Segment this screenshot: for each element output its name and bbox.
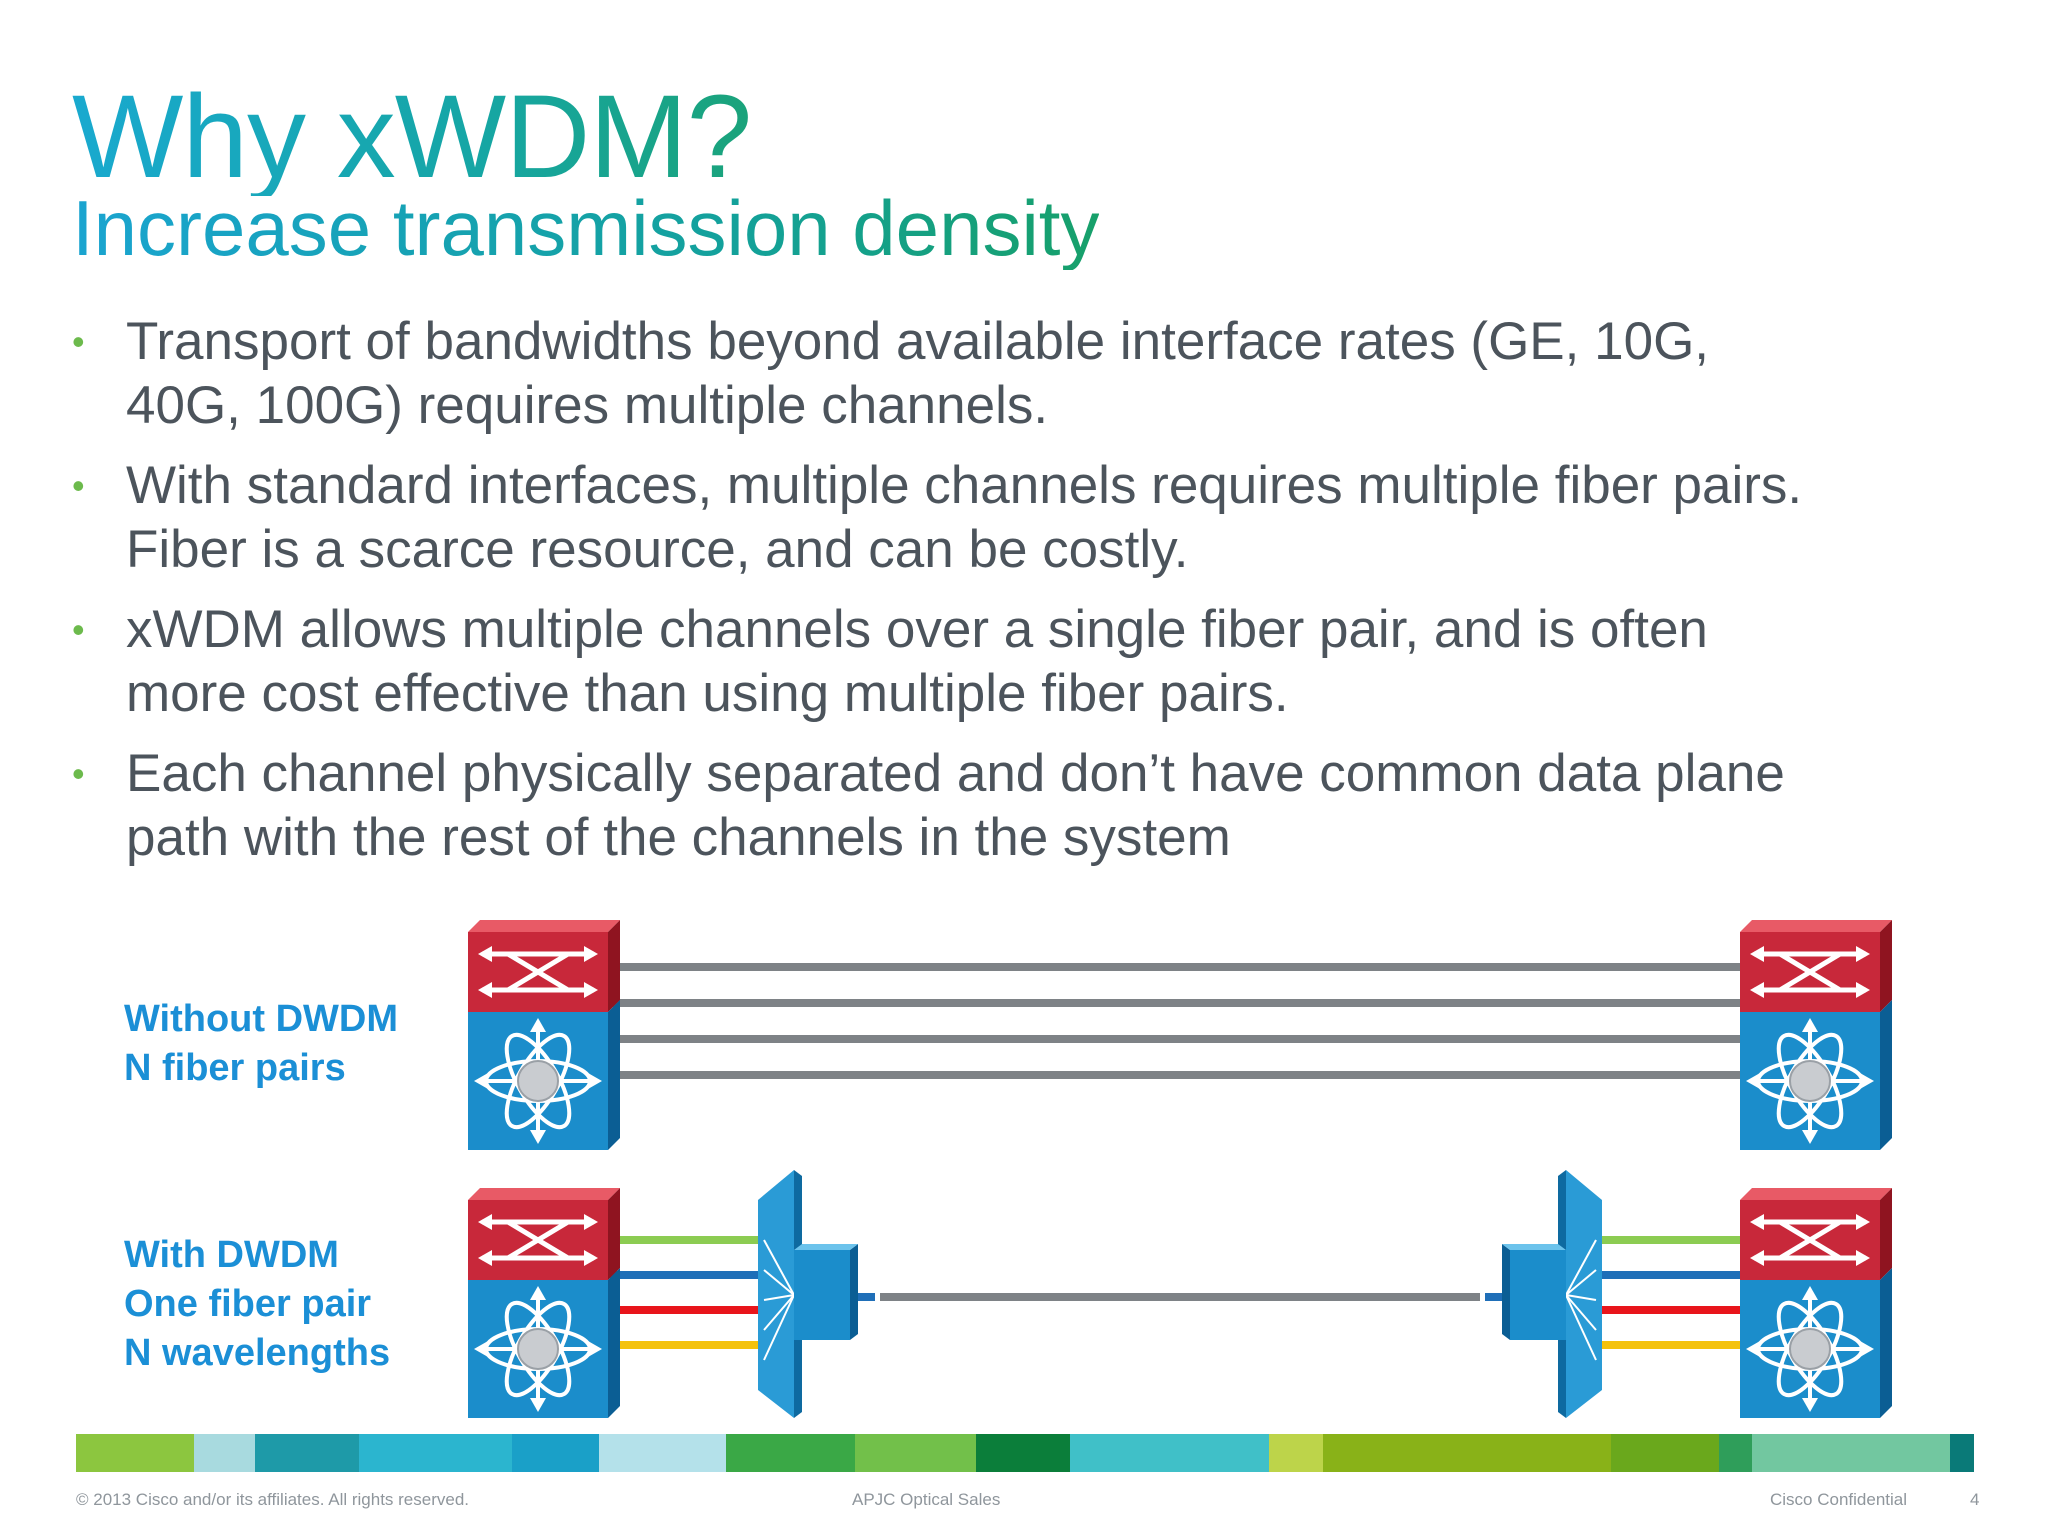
router-switch-icon xyxy=(1740,1188,1892,1418)
footer-center: APJC Optical Sales xyxy=(852,1490,1001,1509)
bullet-text: Transport of bandwidths beyond available… xyxy=(126,312,1710,371)
bullet-text: path with the rest of the channels in th… xyxy=(126,808,1231,867)
wavelength-lines xyxy=(610,1236,1745,1349)
demux-icon xyxy=(1501,1169,1603,1419)
bullet-text: Each channel physically separated and do… xyxy=(126,744,1785,803)
color-bar-segment xyxy=(194,1434,255,1472)
color-bar-segment xyxy=(1950,1434,1974,1472)
label-with-dwdm: With DWDM One fiber pair N wavelengths xyxy=(124,1231,390,1378)
page-title: Why xWDM? xyxy=(72,71,752,203)
label-line: Without DWDM xyxy=(124,998,398,1040)
label-line: N wavelengths xyxy=(124,1332,391,1374)
bullet-text: 40G, 100G) requires multiple channels. xyxy=(126,376,1049,435)
fiber-pairs xyxy=(610,963,1745,1079)
router-switch-icon xyxy=(1740,920,1892,1150)
bullet-dot: • xyxy=(72,465,85,506)
bullet-item: • With standard interfaces, multiple cha… xyxy=(72,454,1992,582)
color-bar-segment xyxy=(511,1434,599,1472)
color-bar-segment xyxy=(726,1434,855,1472)
color-bar-segment xyxy=(358,1434,512,1472)
label-line: With DWDM xyxy=(124,1234,339,1276)
bullet-text: xWDM allows multiple channels over a sin… xyxy=(126,600,1708,659)
bullet-dot: • xyxy=(72,753,85,794)
mux-icon xyxy=(757,1169,859,1419)
bullet-list: • Transport of bandwidths beyond availab… xyxy=(72,310,1992,886)
page-number: 4 xyxy=(1970,1490,1980,1509)
footer-confidential: Cisco Confidential xyxy=(1770,1490,1908,1509)
color-bar xyxy=(76,1434,1974,1472)
color-bar-segment xyxy=(76,1434,195,1472)
color-bar-segment xyxy=(1268,1434,1323,1472)
color-bar-segment xyxy=(1611,1434,1719,1472)
label-line: One fiber pair xyxy=(124,1283,372,1325)
bullet-item: • Each channel physically separated and … xyxy=(72,742,1992,870)
bullet-text: With standard interfaces, multiple chann… xyxy=(126,456,1803,515)
bullet-item: • xWDM allows multiple channels over a s… xyxy=(72,598,1992,726)
bullet-text: more cost effective than using multiple … xyxy=(126,664,1289,723)
router-switch-icon xyxy=(468,1188,620,1418)
bullet-text: Fiber is a scarce resource, and can be c… xyxy=(126,520,1189,579)
bullet-item: • Transport of bandwidths beyond availab… xyxy=(72,310,1992,438)
bullet-dot: • xyxy=(72,609,85,650)
color-bar-segment xyxy=(1322,1434,1612,1472)
page-subtitle: Increase transmission density xyxy=(72,184,1100,272)
color-bar-segment xyxy=(1070,1434,1269,1472)
color-bar-segment xyxy=(975,1434,1071,1472)
color-bar-segment xyxy=(254,1434,359,1472)
bullet-dot: • xyxy=(72,321,85,362)
router-switch-icon xyxy=(468,920,620,1150)
color-bar-segment xyxy=(1718,1434,1752,1472)
label-without-dwdm: Without DWDM N fiber pairs xyxy=(124,995,398,1093)
label-line: N fiber pairs xyxy=(124,1047,346,1089)
color-bar-segment xyxy=(1751,1434,1951,1472)
color-bar-segment xyxy=(854,1434,976,1472)
footer-copyright: © 2013 Cisco and/or its affiliates. All … xyxy=(76,1490,470,1509)
color-bar-segment xyxy=(598,1434,727,1472)
